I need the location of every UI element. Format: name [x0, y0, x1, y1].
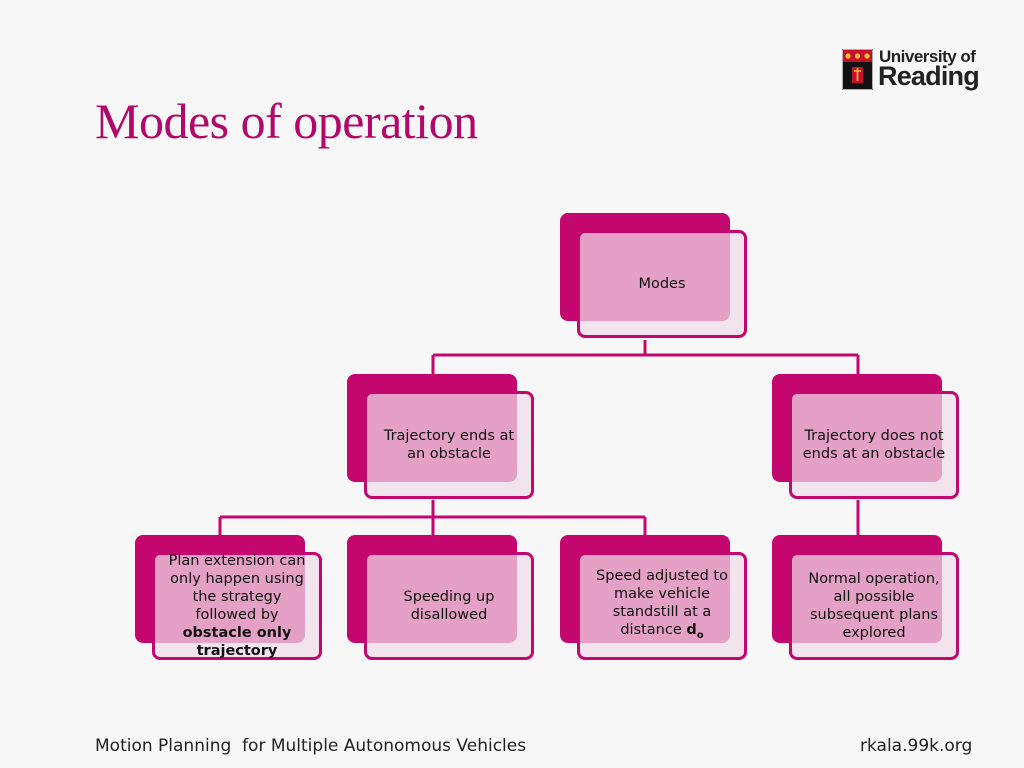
node-plan-extension: Plan extension can only happen using the…	[135, 535, 325, 665]
node-label-text: Plan extension can only happen using the…	[168, 553, 306, 623]
node-box: Speed adjusted to make vehicle standstil…	[577, 552, 747, 660]
node-label: Plan extension can only happen using the…	[163, 552, 311, 660]
node-label-bold: obstacle only trajectory	[182, 625, 292, 659]
node-speeding-up-disallowed: Speeding up disallowed	[347, 535, 537, 665]
node-box: Plan extension can only happen using the…	[152, 552, 322, 660]
node-label: Modes	[638, 276, 686, 292]
slide-title: Modes of operation	[95, 93, 478, 149]
crest-icon	[842, 49, 873, 90]
node-box: Speeding up disallowed	[364, 552, 534, 660]
university-logo: University of Reading	[841, 47, 980, 95]
node-label: Speeding up disallowed	[403, 589, 495, 623]
node-trajectory-not-ends-at-obstacle: Trajectory does not ends at an obstacle	[772, 374, 962, 504]
node-label: Speed adjusted to make vehicle standstil…	[588, 567, 736, 645]
node-label: Trajectory ends at an obstacle	[383, 428, 515, 462]
logo-text-line1: University of	[879, 47, 976, 66]
node-label-text: Speed adjusted to make vehicle standstil…	[596, 568, 728, 639]
node-label: Trajectory does not ends at an obstacle	[802, 428, 946, 462]
node-speed-adjusted: Speed adjusted to make vehicle standstil…	[560, 535, 750, 665]
node-label: Normal operation, all possible subsequen…	[808, 571, 940, 641]
footer-course-title: Motion Planning for Multiple Autonomous …	[95, 736, 527, 756]
node-box: Trajectory ends at an obstacle	[364, 391, 534, 499]
node-box: Normal operation, all possible subsequen…	[789, 552, 959, 660]
footer-website: rkala.99k.org	[860, 736, 973, 756]
node-label-subscript: o	[696, 629, 704, 641]
logo-text-line2: Reading	[878, 61, 980, 91]
node-box: Modes	[577, 230, 747, 338]
node-label-bold: d	[686, 622, 697, 639]
node-box: Trajectory does not ends at an obstacle	[789, 391, 959, 499]
node-normal-operation: Normal operation, all possible subsequen…	[772, 535, 962, 665]
node-trajectory-ends-at-obstacle: Trajectory ends at an obstacle	[347, 374, 537, 504]
node-modes: Modes	[560, 213, 750, 343]
